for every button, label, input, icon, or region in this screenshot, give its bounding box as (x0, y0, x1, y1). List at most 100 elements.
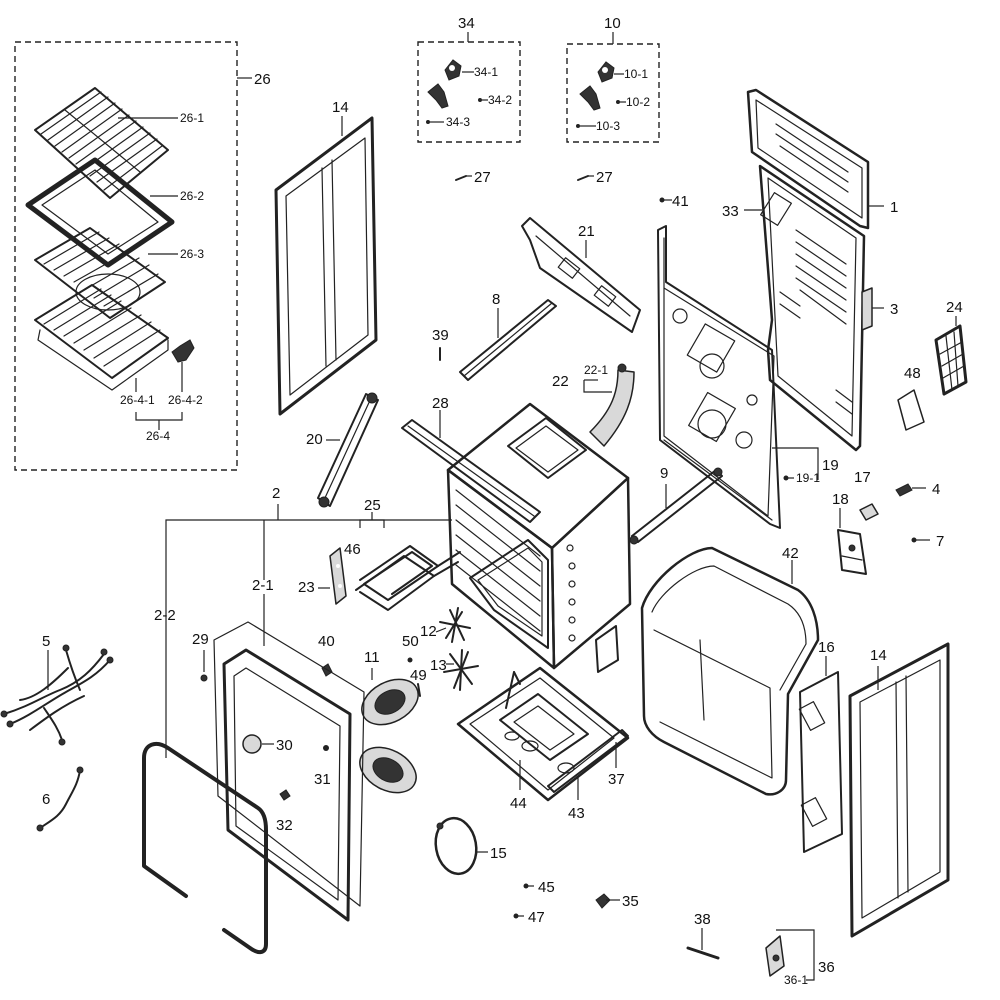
part-26-1-rack (34, 87, 178, 199)
label-10-2: 10-2 (626, 95, 650, 109)
label-24: 24 (946, 299, 963, 316)
label-38: 38 (694, 911, 711, 928)
part-35-clip (595, 893, 620, 909)
label-10-1: 10-1 (624, 67, 648, 81)
part-10-2 (579, 85, 626, 111)
label-48: 48 (904, 365, 921, 382)
label-15: 15 (490, 845, 507, 862)
label-29: 29 (192, 631, 209, 648)
label-12: 12 (420, 623, 437, 640)
label-34: 34 (458, 15, 475, 32)
part-48-label-plate (897, 389, 925, 431)
label-34-3: 34-3 (446, 115, 470, 129)
hinge-kit-34-group (417, 32, 521, 143)
part-36-bracket (765, 929, 815, 981)
part-4-clip (895, 483, 926, 497)
label-7: 7 (936, 533, 944, 550)
part-22-duct (583, 363, 635, 447)
part-8-bracket (459, 299, 557, 381)
label-9: 9 (660, 465, 668, 482)
label-11: 11 (364, 649, 380, 666)
label-34-2: 34-2 (488, 93, 512, 107)
label-31: 31 (314, 771, 331, 788)
label-26-2: 26-2 (180, 189, 204, 203)
part-6-wire (36, 766, 84, 832)
part-26-2-frame (25, 157, 178, 268)
part-20-element (317, 392, 379, 508)
label-28: 28 (432, 395, 449, 412)
label-2: 2 (272, 485, 280, 502)
part-50-screw (407, 657, 413, 663)
label-37: 37 (608, 771, 625, 788)
part-21-bracket (521, 217, 641, 333)
part-42-outer-wrap (640, 546, 820, 796)
label-22-1: 22-1 (584, 363, 608, 377)
label-10: 10 (604, 15, 621, 32)
label-8: 8 (492, 291, 500, 308)
part-14-glass-panel-right (848, 642, 950, 938)
part-37-rail (547, 729, 629, 793)
part-38-rod (686, 928, 720, 960)
label-1: 1 (890, 199, 898, 216)
oven-cavity (446, 402, 632, 673)
label-41: 41 (672, 193, 689, 210)
part-28-bracket (401, 410, 541, 523)
label-2-2: 2-2 (154, 607, 176, 624)
label-39: 39 (432, 327, 449, 344)
label-19-1: 19-1 (796, 471, 820, 485)
label-25: 25 (364, 497, 381, 514)
part-29-screw (200, 650, 208, 682)
label-23: 23 (298, 579, 315, 596)
label-35: 35 (622, 893, 639, 910)
label-21: 21 (578, 223, 595, 240)
part-19-rear-panel (657, 225, 819, 529)
part-47-screw (513, 913, 524, 919)
label-19: 19 (822, 457, 839, 474)
part-7-screw (911, 537, 930, 543)
part-14-glass-panel-left (274, 116, 378, 416)
label-30: 30 (276, 737, 293, 754)
door-assembly-leaders (165, 504, 452, 758)
part-2-2-gasket (142, 741, 268, 955)
part-13-fan (443, 649, 479, 691)
label-36: 36 (818, 959, 835, 976)
part-9-rod (629, 467, 723, 545)
label-45: 45 (538, 879, 555, 896)
label-17: 17 (854, 469, 871, 486)
part-1-top-panel (746, 88, 884, 230)
part-27-screws (455, 175, 594, 181)
part-10-3 (576, 124, 596, 128)
part-30-knob (242, 734, 274, 754)
label-20: 20 (306, 431, 323, 448)
rack-group-box (14, 41, 238, 471)
label-26-4-2: 26-4-2 (168, 393, 203, 407)
label-32: 32 (276, 817, 293, 834)
label-49: 49 (410, 667, 427, 684)
label-22: 22 (552, 373, 569, 390)
label-34-1: 34-1 (474, 65, 498, 79)
part-12-fan (435, 607, 471, 643)
part-33-back-cover (744, 164, 866, 452)
part-23-bracket (318, 547, 347, 605)
part-16-side-panel (798, 656, 843, 853)
part-26-4-1-rack (34, 284, 169, 392)
part-5-wire-harness (0, 644, 114, 746)
part-41-screw (659, 197, 672, 203)
label-36-1: 36-1 (784, 973, 808, 987)
label-5: 5 (42, 633, 50, 650)
label-27-right: 27 (596, 169, 613, 186)
label-18: 18 (832, 491, 849, 508)
label-46: 46 (344, 541, 361, 558)
label-6: 6 (42, 791, 50, 808)
part-number-labels: 1 2 2-1 2-2 3 4 5 6 7 8 9 10 10-1 10-2 1… (42, 15, 963, 987)
label-43: 43 (568, 805, 585, 822)
label-50: 50 (402, 633, 419, 650)
label-3: 3 (890, 301, 898, 318)
label-26-3: 26-3 (180, 247, 204, 261)
part-2-1-inner-door (213, 621, 365, 922)
part-49-screw (417, 683, 421, 697)
part-44-bottom-plate (456, 666, 630, 802)
rack-assembly-group (14, 41, 252, 471)
label-2-1: 2-1 (252, 577, 274, 594)
